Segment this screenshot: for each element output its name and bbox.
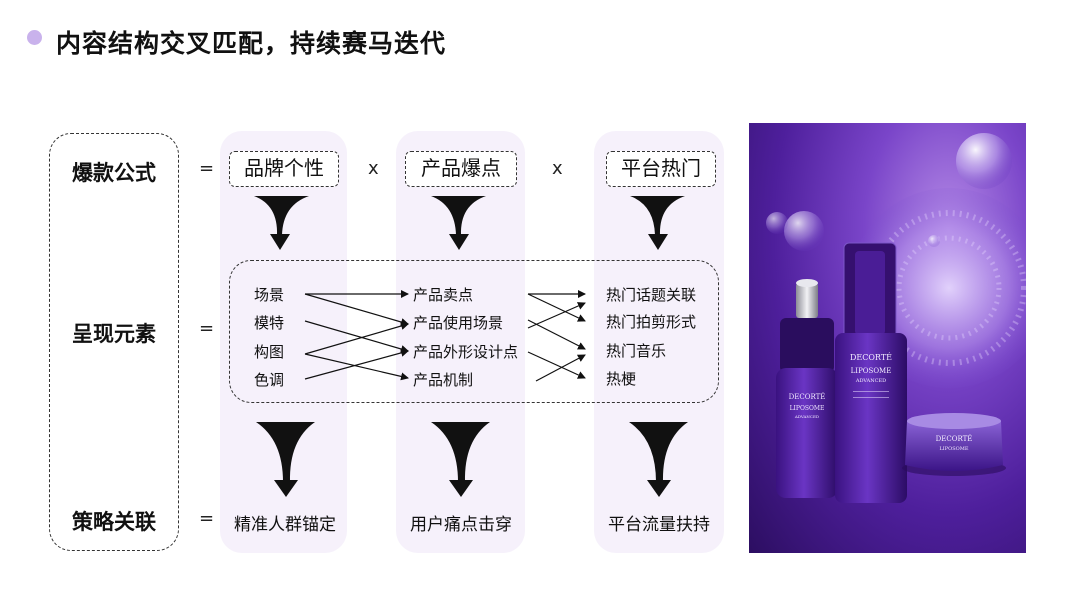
connector-arrow — [304, 353, 409, 381]
connector-arrow — [304, 320, 409, 353]
funnel-arrow-platform-bottom — [629, 422, 688, 497]
title-bullet — [27, 30, 42, 45]
photo-sub-main: ADVANCED — [855, 378, 886, 384]
times-sign-1: x — [368, 158, 379, 179]
connector-arrow — [527, 293, 586, 322]
row-label-elements: 呈现元素 — [72, 322, 156, 346]
connector-arrow — [535, 354, 586, 382]
strategy-brand: 精准人群锚定 — [234, 515, 336, 535]
strategy-product: 用户痛点击穿 — [410, 515, 512, 535]
photo-brand-small: DECORTÉ — [789, 392, 826, 401]
funnel-arrow-product-bottom — [431, 422, 490, 497]
equals-sign-strategy: = — [199, 508, 215, 529]
connector-arrow — [527, 351, 586, 379]
product-illustration: DECORTÉ LIPOSOME ADVANCED DECORTÉ LIPOSO… — [766, 133, 1026, 503]
row-label-strategy: 策略关联 — [72, 510, 156, 534]
connector-arrow — [304, 348, 409, 380]
photo-line-main: LIPOSOME — [851, 367, 892, 375]
strategy-platform: 平台流量扶持 — [608, 515, 710, 535]
element-platform-music: 热门音乐 — [606, 342, 667, 360]
photo-line-small: LIPOSOME — [790, 405, 825, 412]
connector-arrow — [527, 319, 586, 350]
equals-sign-elements: = — [199, 318, 215, 339]
equals-sign-formula: = — [199, 158, 215, 179]
times-sign-2: x — [552, 158, 563, 179]
element-product-design: 产品外形设计点 — [413, 343, 519, 361]
element-platform-meme: 热梗 — [606, 370, 637, 388]
page-title: 内容结构交叉匹配，持续赛马迭代 — [56, 29, 447, 58]
factor-platform-trend: 平台热门 — [606, 151, 716, 187]
funnel-arrow-product-top — [431, 196, 486, 250]
funnel-arrow-brand-top — [254, 196, 309, 250]
funnel-arrow-brand-bottom — [256, 422, 315, 497]
connector-arrow — [304, 293, 409, 326]
element-brand-color: 色调 — [254, 371, 285, 389]
element-brand-composition: 构图 — [254, 343, 285, 361]
photo-line-jar: LIPOSOME — [939, 446, 968, 452]
element-brand-scene: 场景 — [254, 286, 285, 304]
connector-arrow — [304, 322, 409, 355]
element-product-selling-point: 产品卖点 — [413, 286, 474, 304]
element-product-usage-scene: 产品使用场景 — [413, 314, 504, 332]
photo-sub-small: ADVANCED — [794, 414, 819, 419]
element-platform-topic: 热门话题关联 — [606, 286, 697, 304]
product-photo: DECORTÉ LIPOSOME ADVANCED DECORTÉ LIPOSO… — [749, 123, 1026, 553]
element-platform-editing: 热门拍剪形式 — [606, 313, 697, 331]
funnel-arrow-platform-top — [630, 196, 685, 250]
factor-product-highlight: 产品爆点 — [405, 151, 517, 187]
element-product-mechanism: 产品机制 — [413, 371, 474, 389]
connector-arrow — [527, 302, 586, 329]
row-label-formula: 爆款公式 — [72, 161, 156, 185]
factor-brand-personality: 品牌个性 — [229, 151, 339, 187]
elements-box — [229, 260, 719, 403]
element-brand-model: 模特 — [254, 314, 285, 332]
photo-brand-main: DECORTÉ — [850, 353, 892, 362]
photo-brand-jar: DECORTÉ — [936, 434, 973, 443]
row-label-box — [49, 133, 179, 551]
